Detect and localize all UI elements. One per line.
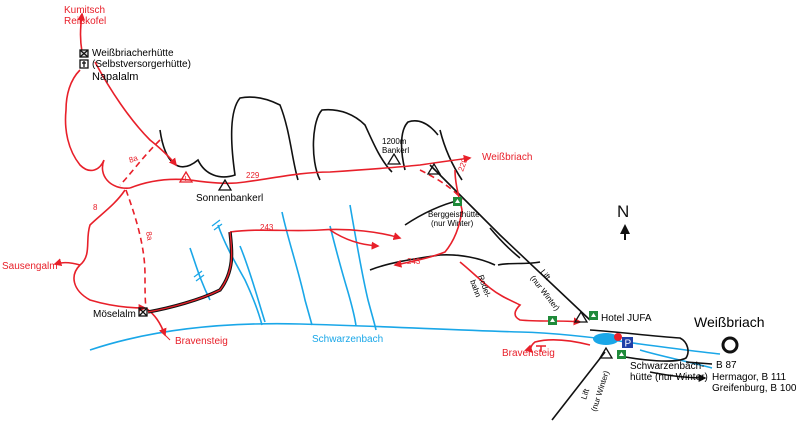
summit-triangle-icon-lift-lower xyxy=(598,346,614,359)
label-berggeist-nur-winter: (nur Winter) xyxy=(431,219,474,228)
label-hotel-jufa: Hotel JUFA xyxy=(601,313,652,324)
label-schwarzenbach-nur-winter: hütte (nur Winter) xyxy=(630,372,708,383)
label-berggeisthuette: Berggeisthütte xyxy=(428,210,480,219)
road-rodel-1 xyxy=(369,254,496,271)
label-kumitsch: Kumitsch xyxy=(64,5,105,16)
trail-243-lower-loop xyxy=(329,229,380,250)
forest-road-serpentine-2 xyxy=(312,108,393,181)
summit-cross-icon-napalalm xyxy=(79,59,89,69)
road-to-hermagor xyxy=(649,371,707,382)
route-8a-lower: 8a xyxy=(144,231,155,242)
route-229-left: 229 xyxy=(246,171,260,180)
lift-lower-line xyxy=(551,351,606,421)
warning-triangle-icon: ! xyxy=(178,170,194,183)
trail-kumitsch xyxy=(77,12,86,53)
trail-napalalm-west xyxy=(64,69,131,189)
label-hermagor: Hermagor, B 111 xyxy=(712,372,787,383)
label-bravensteig-right: Bravensteig xyxy=(502,348,555,359)
label-weissbriacherhuette: Weißbriacherhütte xyxy=(92,48,174,59)
bridge-icon-2 xyxy=(193,270,205,282)
hut-icon-berggeist xyxy=(453,197,462,206)
summit-triangle-icon-1200m xyxy=(386,152,402,165)
summit-triangle-icon-road xyxy=(426,162,442,175)
summit-triangle-icon-lift-upper xyxy=(573,310,589,323)
label-bravensteig-left: Bravensteig xyxy=(175,336,228,347)
route-243-upper: 243 xyxy=(260,223,274,232)
stream-5 xyxy=(189,247,211,301)
label-sonnenbankerl: Sonnenbankerl xyxy=(196,193,263,204)
svg-text:P: P xyxy=(625,339,632,350)
lake xyxy=(593,333,619,345)
road-to-b87 xyxy=(685,361,713,365)
label-1200m: 1200m xyxy=(382,137,407,146)
label-greifenburg: Greifenburg, B 100 xyxy=(712,383,797,394)
hut-icon-schwarzenbach xyxy=(617,350,626,359)
stream-2 xyxy=(281,211,313,326)
trail-243-upper xyxy=(229,228,402,240)
bravensteig-right-marker xyxy=(536,345,546,352)
parking-icon: P xyxy=(622,337,633,350)
creek-right xyxy=(639,349,713,369)
trail-8a-dashed-upper xyxy=(119,139,161,186)
trail-dashed-east xyxy=(419,169,463,201)
label-reisskofel: Reißkofel xyxy=(64,16,106,27)
schwarzenbach-river xyxy=(89,322,721,355)
label-lift-lower: Lift xyxy=(579,387,591,401)
trail-8a-dashed-lower xyxy=(125,189,147,309)
label-north: N xyxy=(617,202,629,221)
bridge-icon-1 xyxy=(211,219,223,231)
town-circle-icon xyxy=(721,336,739,354)
label-lift-lower-nur-winter: (nur Winter) xyxy=(589,369,611,412)
trail-moeselalm-loop xyxy=(145,307,167,337)
label-selbstversorgerhuette: (Selbstversorgerhütte) xyxy=(92,59,191,70)
label-weissbriach-town: Weißbriach xyxy=(694,314,765,330)
trail-rodelbahn xyxy=(459,261,582,326)
trail-sausengalm xyxy=(53,258,81,267)
trail-bravensteig-right xyxy=(524,339,591,354)
label-bankerl: Bankerl xyxy=(382,146,409,155)
summit-triangle-icon-sonnenbankerl xyxy=(217,178,233,191)
trail-8-west xyxy=(73,189,147,312)
label-schwarzenbach: Schwarzenbach xyxy=(312,334,383,345)
label-b87: B 87 xyxy=(716,360,737,371)
stream-3 xyxy=(329,225,357,327)
hut-icon-jufa xyxy=(589,311,598,320)
forest-road-serpentine-top xyxy=(159,96,299,181)
route-229-right: 229 xyxy=(456,157,469,173)
start-point-dot xyxy=(614,333,622,341)
hut-icon-rodel xyxy=(548,316,557,325)
road-main-east xyxy=(589,329,689,362)
road-rodel-2 xyxy=(489,227,521,259)
summit-cross-icon-moeselalm xyxy=(138,307,148,317)
road-network xyxy=(159,96,713,421)
summit-cross-icon-hut xyxy=(79,49,89,58)
trail-berggeist xyxy=(393,169,463,268)
label-weissbriach-arrow: Weißbriach xyxy=(482,152,532,163)
label-moeselalm: Möselalm xyxy=(93,309,136,320)
trail-network xyxy=(53,12,591,354)
trail-243-highlight xyxy=(147,231,234,314)
route-8: 8 xyxy=(93,203,98,212)
trail-napalalm-north xyxy=(94,61,177,167)
route-8a-upper: 8a xyxy=(128,153,140,165)
trail-229-main xyxy=(129,154,472,189)
stream-6 xyxy=(239,245,266,323)
trail-243-highlight-inner xyxy=(147,231,233,313)
bravensteig-left-arrow xyxy=(164,334,171,341)
road-rodel-3 xyxy=(497,261,541,266)
forest-road-serpentine-3 xyxy=(400,120,439,171)
forest-road-right-upper xyxy=(439,129,463,181)
stream-4 xyxy=(349,204,377,331)
label-sausengalm: Sausengalm xyxy=(2,261,58,272)
stream-1 xyxy=(217,224,263,326)
lift-upper-line xyxy=(429,164,591,321)
route-243-lower: 243 xyxy=(407,257,421,266)
svg-text:!: ! xyxy=(185,176,187,183)
label-schwarzenbachhuette: Schwarzenbach- xyxy=(630,361,704,372)
label-napalalm: Napalalm xyxy=(92,71,138,83)
